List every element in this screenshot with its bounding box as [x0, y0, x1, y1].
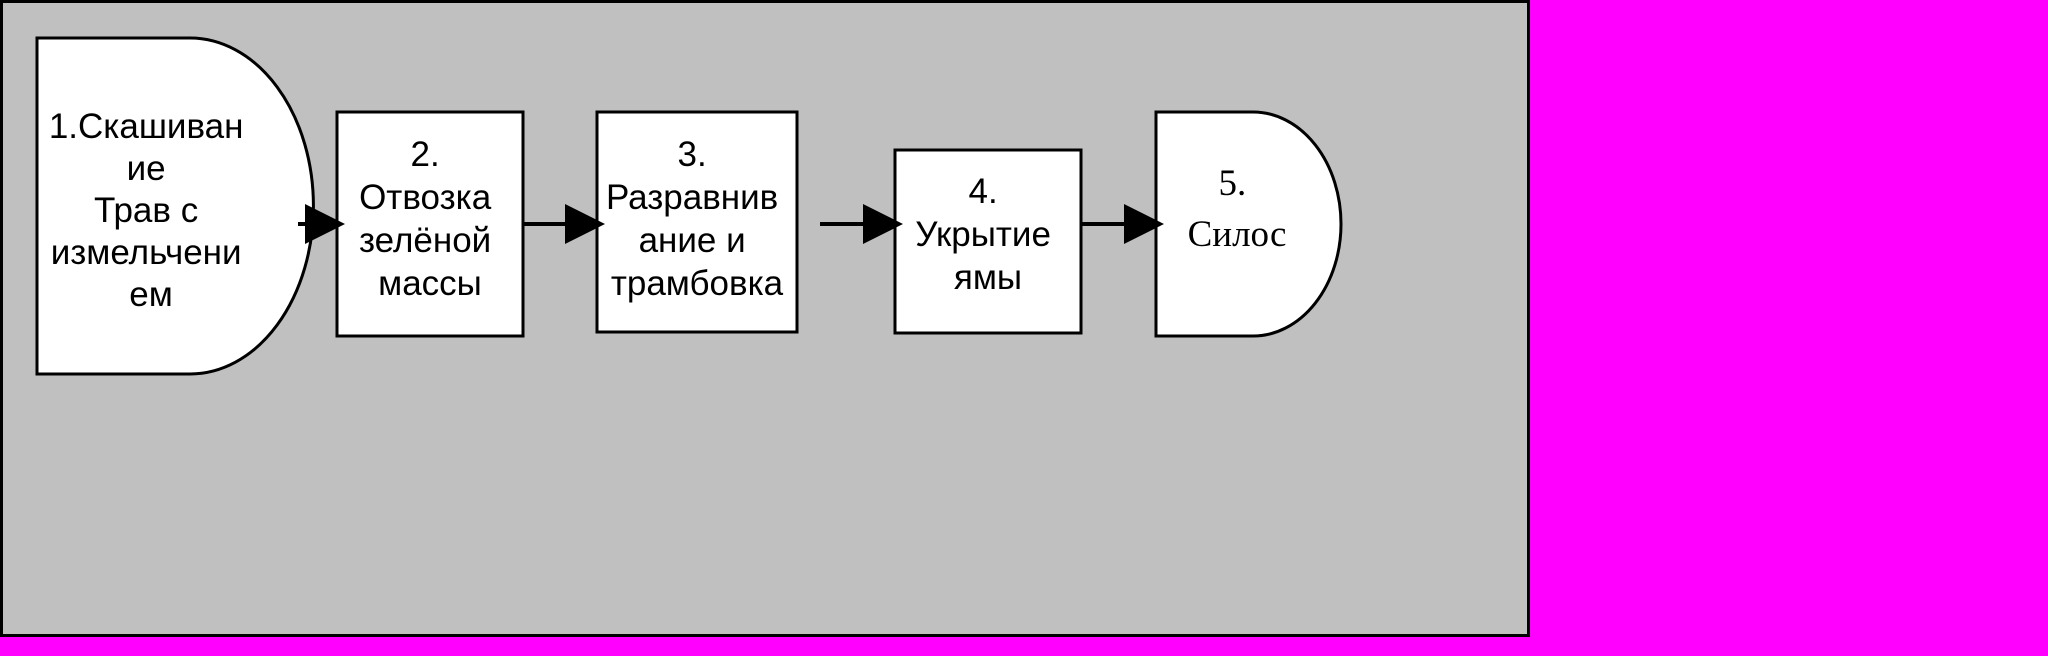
node-5-shape: [1154, 110, 1343, 338]
node-3-line-2: Разравнив: [606, 178, 778, 217]
node-4-line-3: ямы: [954, 258, 1022, 297]
node-1-line-3: Трав с: [94, 191, 198, 230]
node-2-line-2: Отвозка: [359, 178, 492, 217]
node-5-line-2: Силос: [1188, 214, 1287, 255]
node-2-shape: [335, 110, 525, 338]
node-1-label: 1.Скашиван ие Трав с измельчени ем: [49, 107, 253, 314]
node-3-line-1: 3.: [678, 135, 707, 174]
node-1-line-2: ие: [127, 149, 166, 188]
node-3-shape: [595, 110, 799, 334]
node-2-label: 2. Отвозка зелёной массы: [359, 135, 501, 303]
node-3-line-3: ание и: [639, 221, 746, 260]
node-4-line-2: Укрытие: [915, 215, 1051, 254]
node-1-line-1: 1.Скашиван: [49, 107, 244, 146]
node-4-shape: [893, 148, 1083, 335]
node-1-line-4: измельчени: [51, 233, 242, 272]
node-3-line-4: трамбовка: [611, 264, 784, 303]
node-3-label: 3. Разравнив ание и трамбовка: [606, 135, 788, 303]
node-4-label: 4. Укрытие ямы: [915, 172, 1060, 297]
node-1-line-5: ем: [129, 275, 173, 314]
node-2-line-1: 2.: [411, 135, 440, 174]
node-5-line-1: 5.: [1219, 163, 1247, 204]
node-5-label: 5. Силос: [1188, 163, 1287, 255]
node-4-line-1: 4.: [969, 172, 998, 211]
node-2-line-3: зелёной: [359, 221, 491, 260]
node-2-line-4: массы: [378, 264, 482, 303]
